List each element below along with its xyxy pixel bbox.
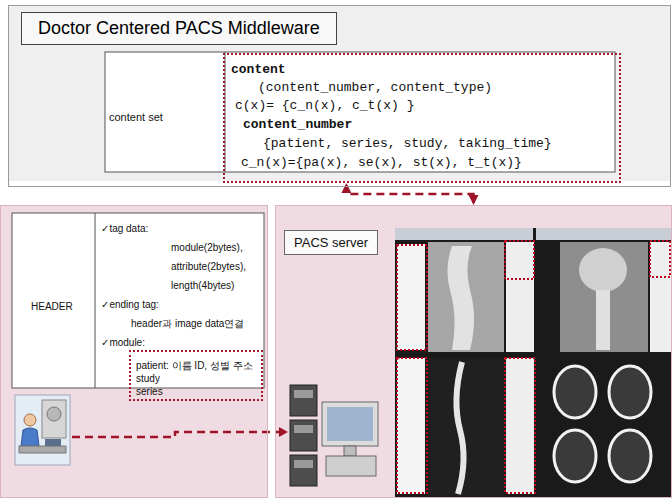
header-table bbox=[12, 213, 264, 388]
text-slot: header과 image data연결 bbox=[131, 313, 244, 331]
doctor-head bbox=[24, 414, 36, 426]
node-text: header과 image data연결 bbox=[131, 318, 244, 329]
text-slot: ✓ending tag: bbox=[101, 294, 159, 312]
text-slot: ✓tag data: bbox=[101, 218, 148, 236]
text-slot: content set bbox=[109, 107, 163, 125]
viewer-screenshot bbox=[395, 228, 672, 498]
xray-image bbox=[428, 242, 504, 352]
node-text: attribute(2bytes), bbox=[171, 261, 246, 272]
spine-mri bbox=[456, 362, 463, 494]
ct-slice bbox=[609, 366, 651, 418]
text-slot: c_n(x)={pa(x), se(x), st(x), t_t(x)} bbox=[241, 152, 522, 171]
table-cell: content set bbox=[109, 111, 163, 123]
node-text: length(4bytes) bbox=[171, 280, 234, 291]
modality-gantry bbox=[47, 407, 61, 421]
neck-xray bbox=[596, 290, 610, 350]
header-panel: patient: 이름 ID, 성별 주소 study series HEADER ✓t… bbox=[0, 205, 268, 498]
doctor-body bbox=[21, 428, 39, 446]
table-divider bbox=[95, 213, 96, 388]
dashed-connector bbox=[346, 185, 473, 203]
spine-xray bbox=[447, 246, 474, 350]
highlight-box bbox=[505, 241, 534, 279]
node-text: (content_number, content_type) bbox=[258, 80, 492, 95]
node-text: ✓module: bbox=[101, 337, 145, 348]
text-slot: attribute(2bytes), bbox=[171, 256, 246, 274]
highlight-box bbox=[650, 241, 670, 277]
xray-image bbox=[560, 242, 648, 352]
text-slot: Doctor Centered PACS Middleware bbox=[21, 12, 337, 45]
highlight-box bbox=[397, 358, 427, 493]
panel-title: Doctor Centered PACS Middleware bbox=[21, 12, 337, 45]
node-text: content_number bbox=[243, 117, 352, 132]
doctor-icon bbox=[15, 395, 70, 465]
server-panel: PACS server bbox=[275, 205, 672, 498]
viewer-toolbar bbox=[395, 228, 533, 240]
text-slot: HEADER bbox=[31, 296, 73, 314]
server-bay bbox=[294, 460, 313, 468]
console bbox=[45, 439, 61, 446]
viewer-toolbar bbox=[536, 228, 672, 240]
node-text: c(x)= {c_n(x), c_t(x) } bbox=[235, 98, 414, 113]
text-slot: length(4bytes) bbox=[171, 275, 234, 293]
mri-image bbox=[428, 358, 504, 496]
text-slot: module(2bytes), bbox=[171, 237, 243, 255]
text-slot: content_number bbox=[243, 114, 352, 133]
node-text: content bbox=[231, 62, 286, 77]
panel-fill bbox=[8, 5, 671, 181]
node-text: {patient, series, study, taking_time} bbox=[263, 136, 552, 151]
ct-slice bbox=[609, 430, 651, 482]
study-list bbox=[397, 244, 425, 350]
text-slot: patient: 이름 ID, 성별 주소 bbox=[136, 355, 253, 373]
server-bay bbox=[294, 390, 313, 398]
monitor bbox=[322, 402, 378, 446]
ct-slice bbox=[554, 430, 596, 482]
study-list bbox=[397, 358, 425, 494]
panel-label: PACS server bbox=[284, 230, 378, 255]
module-highlight: patient: 이름 ID, 성별 주소 study series bbox=[129, 350, 263, 401]
ct-slice bbox=[554, 366, 596, 418]
monitor-screen bbox=[327, 407, 373, 441]
text-slot: ✓module: bbox=[101, 332, 145, 350]
node-text: study bbox=[136, 373, 160, 384]
server-bay bbox=[294, 425, 313, 433]
info-panel bbox=[506, 242, 534, 352]
text-slot: PACS server bbox=[284, 230, 378, 255]
info-panel bbox=[506, 358, 534, 494]
node-text: ✓tag data: bbox=[101, 223, 148, 234]
content-highlight: content (content_number, content_type) c(x… bbox=[223, 53, 621, 183]
text-slot: {patient, series, study, taking_time} bbox=[263, 133, 552, 152]
panel-fill bbox=[275, 205, 672, 498]
desk bbox=[19, 446, 66, 453]
dashed-arrow bbox=[72, 432, 280, 437]
node-text: module(2bytes), bbox=[171, 242, 243, 253]
panel-fill bbox=[0, 205, 268, 498]
text-slot: c(x)= {c_n(x), c_t(x) } bbox=[235, 95, 414, 114]
monitor-stand bbox=[344, 446, 356, 456]
server-unit bbox=[290, 455, 317, 486]
highlight-box bbox=[397, 245, 427, 350]
text-slot: (content_number, content_type) bbox=[258, 77, 492, 96]
skull-xray bbox=[579, 248, 627, 292]
content-table bbox=[105, 52, 615, 172]
text-slot: content bbox=[231, 59, 286, 78]
highlight-box bbox=[505, 358, 535, 493]
server-unit bbox=[290, 385, 317, 416]
middleware-panel: content (content_number, content_type) c(x… bbox=[8, 5, 671, 187]
node-text: series bbox=[136, 386, 163, 397]
info-panel bbox=[650, 242, 672, 352]
server-unit bbox=[290, 420, 317, 451]
computer-case bbox=[326, 456, 376, 476]
modality-machine bbox=[42, 400, 66, 438]
node-text: ✓ending tag: bbox=[101, 299, 159, 310]
node-text: HEADER bbox=[31, 301, 73, 312]
node-text: c_n(x)={pa(x), se(x), st(x), t_t(x)} bbox=[241, 155, 522, 170]
arrow-head bbox=[279, 427, 288, 437]
node-text: patient: 이름 ID, 성별 주소 bbox=[136, 360, 253, 371]
